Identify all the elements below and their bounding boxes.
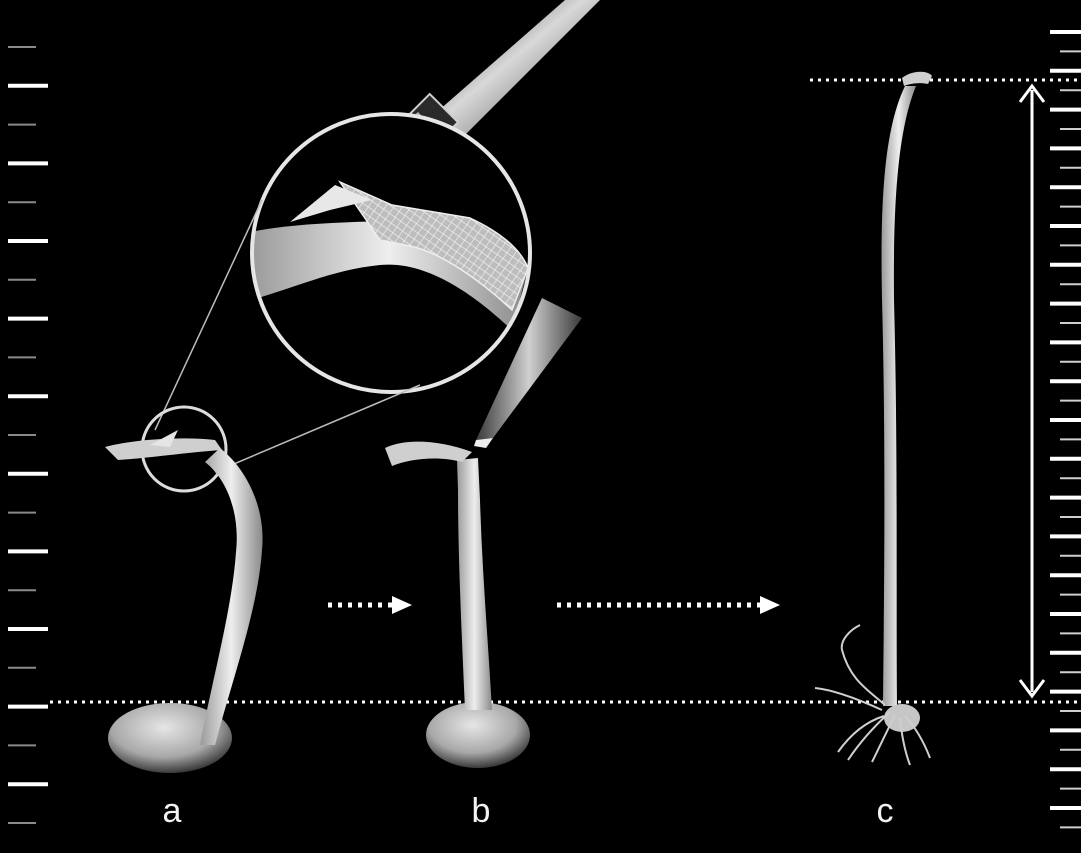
process-arrow-a-to-b: [328, 596, 412, 614]
right-ruler: [1050, 32, 1081, 827]
roots-c: [815, 625, 930, 765]
seedling-a: [105, 430, 263, 773]
process-arrow-b-to-c: [557, 596, 780, 614]
panel-label-a: a: [152, 792, 192, 831]
seedling-c: [815, 72, 932, 765]
panel-label-c: c: [865, 792, 905, 831]
measurement-arrow-icon: [1020, 86, 1044, 696]
left-ruler: [8, 47, 48, 823]
zoom-connector-top: [155, 200, 262, 430]
panel-label-b: b: [461, 792, 501, 831]
zoom-connector-bottom: [215, 385, 420, 472]
magnified-inset: [250, 114, 530, 392]
